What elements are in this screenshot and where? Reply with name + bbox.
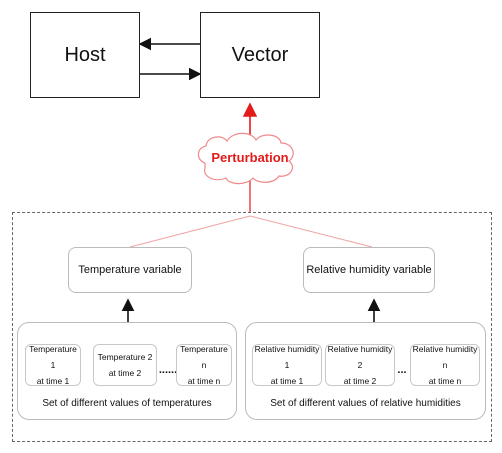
temperature-item-n-line2: at time n	[187, 376, 221, 387]
temperature-item-2-line1: Temperature 2	[97, 351, 153, 362]
vector-box: Vector	[200, 12, 320, 98]
host-box: Host	[30, 12, 140, 98]
temperature-item-1-line2: at time 1	[36, 376, 70, 387]
temperature-ellipsis: ......	[158, 364, 178, 376]
perturbation-label: Perturbation	[211, 150, 289, 165]
humidity-item-n-line2: at time n	[428, 376, 462, 387]
temperature-item-n-line1: Temperature n	[180, 343, 228, 370]
humidity-item-2-line1: Relative humidity 2	[327, 343, 393, 370]
temperature-variable-label: Temperature variable	[78, 264, 182, 276]
perturbation-cloud	[197, 132, 294, 185]
humidity-item-n: Relative humidity n at time n	[410, 344, 480, 386]
temperature-set-label: Set of different values of temperatures	[42, 398, 212, 409]
humidity-item-n-line1: Relative humidity n	[412, 343, 478, 370]
temperature-item-2-line2: at time 2	[108, 368, 142, 378]
humidity-item-1-line2: at time 1	[270, 376, 304, 387]
humidity-set-label: Set of different values of relative humi…	[270, 398, 461, 409]
temperature-item-2: Temperature 2 at time 2	[93, 344, 157, 386]
temperature-item-1: Temperature 1 at time 1	[25, 344, 81, 386]
humidity-item-2-line2: at time 2	[343, 376, 377, 387]
pink-line-left	[129, 215, 251, 248]
humidity-variable-label: Relative humidity variable	[306, 264, 432, 276]
humidity-item-1: Relative humidity 1 at time 1	[252, 344, 322, 386]
humidity-variable-box: Relative humidity variable	[303, 247, 435, 293]
factors-container	[12, 212, 492, 442]
pink-line-right	[249, 215, 373, 248]
humidity-ellipsis: ...	[397, 364, 407, 376]
temperature-variable-box: Temperature variable	[68, 247, 192, 293]
temperature-item-n: Temperature n at time n	[176, 344, 232, 386]
humidity-item-2: Relative humidity 2 at time 2	[325, 344, 395, 386]
vector-label: Vector	[231, 43, 289, 66]
temperature-item-1-line1: Temperature 1	[29, 343, 77, 370]
host-label: Host	[64, 43, 106, 66]
humidity-item-1-line1: Relative humidity 1	[254, 343, 320, 370]
